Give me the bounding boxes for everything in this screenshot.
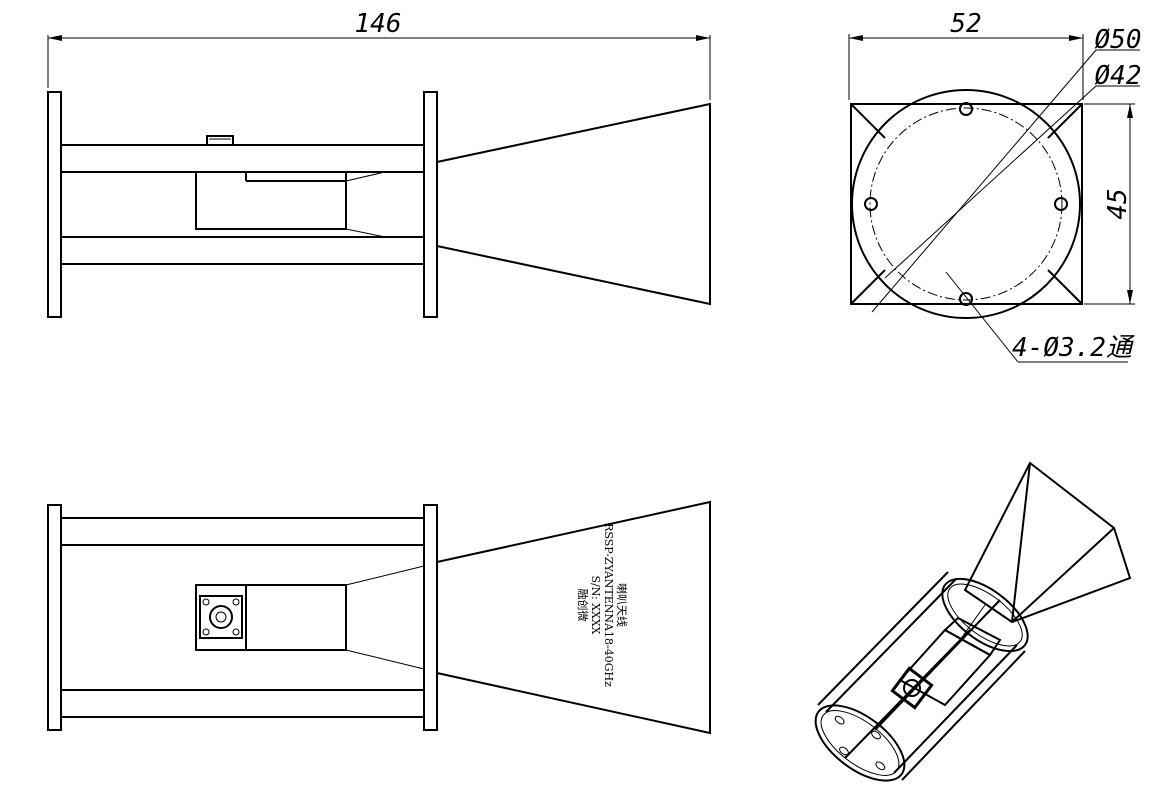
nameplate-line4: 融创微 [576,589,590,622]
outer-diameter-label: Ø50 [1095,25,1142,55]
hole-callout: 4-Ø3.2通 [1012,333,1135,363]
isometric-view [814,461,1132,782]
nameplate-line1: 喇叭天线 [615,583,629,627]
length-dimension: 146 [355,9,402,39]
nameplate: 喇叭天线 RSSP-ZYANTENNA18-40GHz S/N: XXXX 融创… [576,523,629,687]
nameplate-line3: S/N: XXXX [589,575,602,634]
side-view: 146 [47,9,711,318]
front-view: 52 Ø50 Ø42 45 4-Ø3.2通 [848,9,1142,363]
height-dimension: 45 [1103,188,1133,219]
nameplate-line2: RSSP-ZYANTENNA18-40GHz [602,523,615,687]
width-dimension: 52 [950,9,981,39]
sma-connector [199,595,243,639]
bolt-circle-label: Ø42 [1095,61,1142,91]
top-view: 喇叭天线 RSSP-ZYANTENNA18-40GHz S/N: XXXX 融创… [47,500,711,735]
